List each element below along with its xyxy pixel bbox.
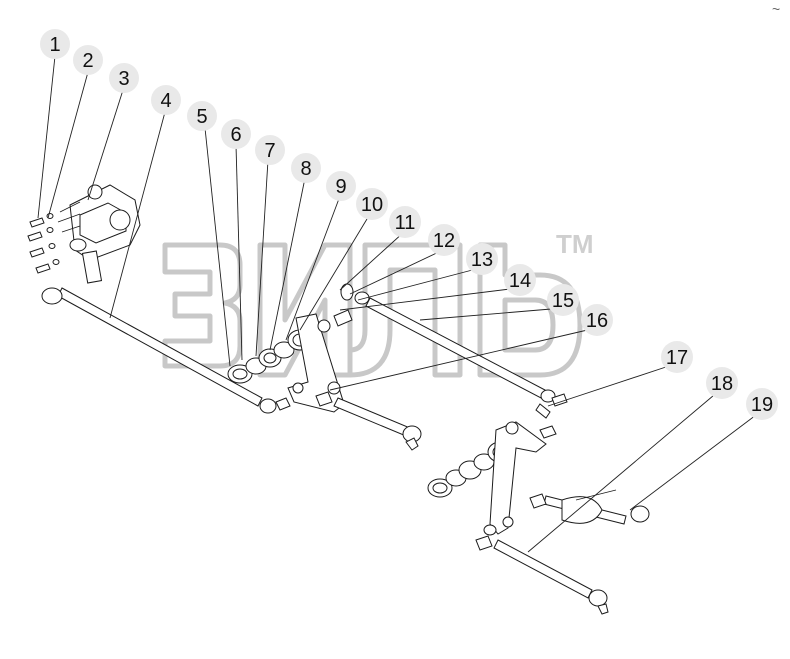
watermark-logo: TM bbox=[162, 229, 594, 378]
svg-text:4: 4 bbox=[160, 90, 171, 112]
bellcrank-lower bbox=[489, 421, 557, 535]
callout-12: 12 bbox=[428, 224, 460, 256]
svg-text:6: 6 bbox=[230, 124, 241, 146]
callouts: 1 2 3 4 5 6 7 8 9 10 11 12 13 14 15 16 1… bbox=[40, 29, 778, 420]
bolts-and-washers bbox=[27, 213, 60, 274]
callout-9: 9 bbox=[326, 171, 356, 201]
callout-13: 13 bbox=[466, 243, 498, 275]
lower-tie-rod bbox=[475, 524, 609, 615]
callout-17: 17 bbox=[661, 341, 693, 373]
callout-4: 4 bbox=[151, 85, 181, 115]
callout-11: 11 bbox=[389, 206, 421, 238]
svg-text:15: 15 bbox=[552, 290, 574, 312]
drag-link bbox=[315, 391, 422, 451]
svg-text:10: 10 bbox=[361, 194, 383, 216]
callout-15: 15 bbox=[547, 284, 579, 316]
svg-text:9: 9 bbox=[335, 176, 346, 198]
svg-text:12: 12 bbox=[433, 230, 455, 252]
short-link-rod bbox=[529, 489, 650, 525]
svg-text:5: 5 bbox=[196, 106, 207, 128]
svg-text:8: 8 bbox=[300, 158, 311, 180]
svg-text:16: 16 bbox=[586, 310, 608, 332]
callout-6: 6 bbox=[221, 119, 251, 149]
svg-text:7: 7 bbox=[264, 140, 275, 162]
corner-mark: ~ bbox=[772, 1, 780, 17]
steering-gear-assembly bbox=[57, 184, 141, 284]
svg-text:3: 3 bbox=[118, 68, 129, 90]
callout-14: 14 bbox=[504, 264, 536, 296]
long-tie-rod bbox=[41, 287, 291, 414]
watermark-tm: TM bbox=[556, 229, 594, 259]
callout-10: 10 bbox=[356, 188, 388, 220]
callout-3: 3 bbox=[109, 63, 139, 93]
svg-text:11: 11 bbox=[395, 212, 416, 234]
callout-8: 8 bbox=[291, 153, 321, 183]
svg-text:17: 17 bbox=[666, 347, 688, 369]
callout-16: 16 bbox=[581, 304, 613, 336]
leader-lines bbox=[37, 55, 761, 553]
svg-text:1: 1 bbox=[49, 34, 60, 56]
callout-7: 7 bbox=[255, 135, 285, 165]
callout-18: 18 bbox=[706, 367, 738, 399]
ring-stack-upper bbox=[227, 329, 313, 384]
svg-text:2: 2 bbox=[82, 50, 93, 72]
callout-2: 2 bbox=[73, 45, 103, 75]
svg-text:14: 14 bbox=[509, 270, 531, 292]
callout-5: 5 bbox=[187, 101, 217, 131]
middle-tie-rod bbox=[365, 297, 568, 419]
svg-text:19: 19 bbox=[751, 394, 773, 416]
svg-text:13: 13 bbox=[471, 249, 493, 271]
bellcrank-upper bbox=[287, 313, 345, 413]
callout-1: 1 bbox=[40, 29, 70, 59]
small-parts-10-14 bbox=[333, 283, 370, 327]
svg-text:18: 18 bbox=[711, 373, 733, 395]
callout-19: 19 bbox=[746, 388, 778, 420]
